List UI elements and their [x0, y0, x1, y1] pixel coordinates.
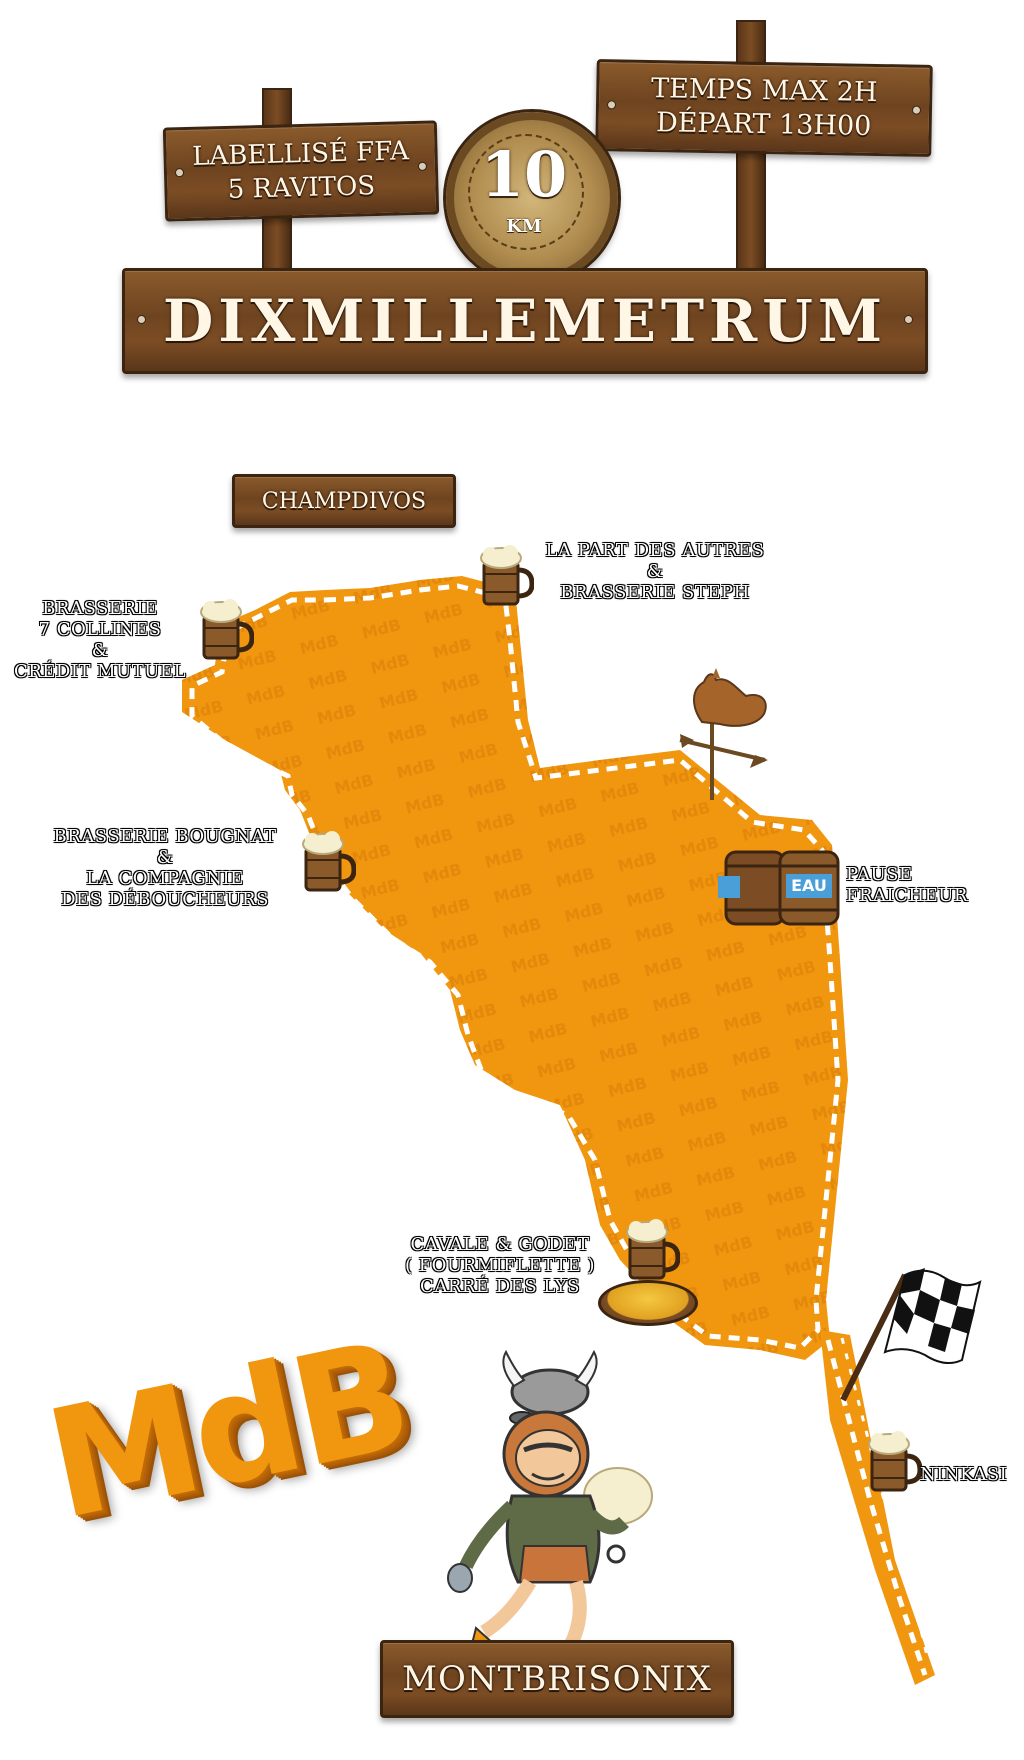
- stop-label-cavale-godet: CAVALE & GODET( FOURMIFLETTE )CARRÉ DES …: [404, 1234, 596, 1297]
- start-sign: CHAMPDIVOS: [232, 474, 456, 528]
- distance-unit: KM: [506, 216, 542, 237]
- rooster-weathervane-icon: [679, 668, 768, 800]
- tartiflette-dish-icon: [598, 1280, 698, 1326]
- beer-mug-icon: [300, 830, 357, 894]
- title-banner: DIXMILLEMETRUM: [122, 268, 928, 374]
- water-barrel-icon: [718, 850, 840, 926]
- finish-trail: [825, 1339, 928, 1676]
- gaul-runner-illustration: [447, 1349, 653, 1664]
- stop-label-la-part-des-autres: LA PART DES AUTRES&BRASSERIE STEPH: [545, 540, 765, 603]
- water-barrel-label: EAU: [791, 876, 827, 895]
- checkered-flag-icon: [840, 1268, 982, 1402]
- start-sign-label: CHAMPDIVOS: [261, 488, 427, 514]
- beer-mug-icon: [198, 598, 255, 662]
- page-title: DIXMILLEMETRUM: [162, 287, 888, 355]
- distance-value: 10: [480, 138, 568, 211]
- beer-mug-icon: [478, 544, 535, 608]
- beer-mug-icon: [624, 1218, 681, 1282]
- beer-mug-icon: [866, 1430, 923, 1494]
- end-sign: MONTBRISONIX: [380, 1640, 734, 1718]
- end-sign-label: MONTBRISONIX: [402, 1659, 712, 1699]
- stop-label-ninkasi: NINKASI: [920, 1464, 1008, 1485]
